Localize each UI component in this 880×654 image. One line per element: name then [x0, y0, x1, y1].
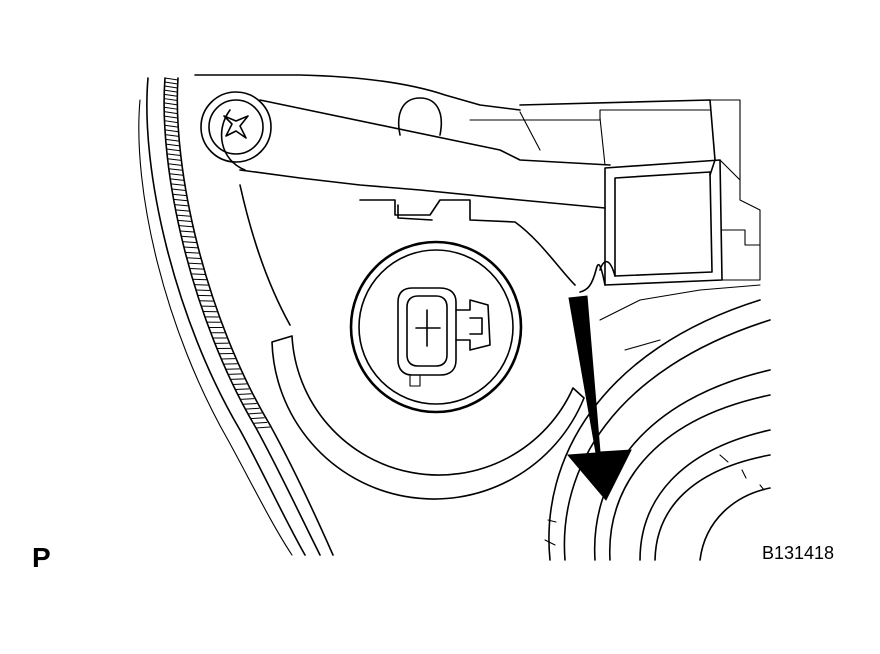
- rim-rib: [164, 112, 177, 114]
- rim-rib: [164, 99, 177, 101]
- rim-rib: [169, 174, 183, 176]
- rim-rib: [173, 194, 187, 195]
- rim-rib: [230, 379, 244, 380]
- rim-rib: [166, 144, 180, 146]
- rim-rib: [193, 279, 207, 280]
- rim-rib: [191, 274, 205, 275]
- rim-rib: [248, 413, 262, 414]
- figure-code: B131418: [762, 543, 834, 564]
- rim-rib: [240, 399, 254, 400]
- rim-rib: [170, 179, 184, 181]
- rim-rib: [180, 231, 194, 232]
- rim-rib: [174, 199, 188, 200]
- bulb-socket: [351, 242, 521, 412]
- rim-rib: [251, 418, 265, 419]
- rim-ribs: [164, 78, 270, 428]
- rim-rib: [172, 189, 186, 190]
- rim-rib: [166, 149, 180, 151]
- rim-rib: [164, 94, 177, 96]
- rim-rib: [171, 184, 185, 185]
- rim-rib: [243, 403, 257, 404]
- rim-rib: [165, 78, 178, 80]
- rim-rib: [187, 258, 201, 259]
- rim-rib: [190, 268, 204, 269]
- rim-rib: [235, 389, 249, 390]
- rim-rib: [185, 252, 199, 253]
- rim-rib: [179, 226, 193, 227]
- bolt-head: [201, 92, 271, 162]
- rim-rib: [175, 205, 189, 206]
- side-clip-box: [580, 100, 760, 292]
- rim-rib: [184, 247, 198, 248]
- rim-rib: [245, 408, 259, 409]
- rotation-band: [272, 336, 584, 499]
- rim-rib: [177, 215, 191, 216]
- rim-rib: [238, 394, 252, 395]
- rim-rib: [181, 236, 195, 237]
- rim-rib: [167, 154, 181, 156]
- rim-rib: [164, 90, 177, 92]
- rim-rib: [164, 107, 177, 109]
- rim-rib: [164, 116, 177, 118]
- rim-rib: [176, 210, 190, 211]
- rim-rib: [165, 130, 178, 132]
- rim-rib: [178, 220, 192, 221]
- rim-rib: [253, 422, 267, 423]
- rim-rib: [165, 135, 178, 137]
- arrow-down-icon: [568, 296, 631, 500]
- rim-rib: [165, 86, 178, 88]
- rim-rib: [164, 121, 177, 123]
- connector: [398, 288, 490, 386]
- rim-rib: [183, 242, 197, 243]
- rim-rib: [168, 164, 182, 166]
- rim-rib: [168, 159, 182, 161]
- mounting-bracket: [195, 75, 715, 208]
- rim-rib: [188, 263, 202, 264]
- view-letter: P: [32, 542, 51, 574]
- rim-rib: [165, 82, 178, 84]
- rim-rib: [256, 427, 270, 428]
- rim-rib: [233, 384, 247, 385]
- rim-rib: [166, 139, 179, 141]
- rim-rib: [165, 125, 178, 127]
- rim-rib: [169, 169, 183, 171]
- rim-rib: [164, 103, 177, 105]
